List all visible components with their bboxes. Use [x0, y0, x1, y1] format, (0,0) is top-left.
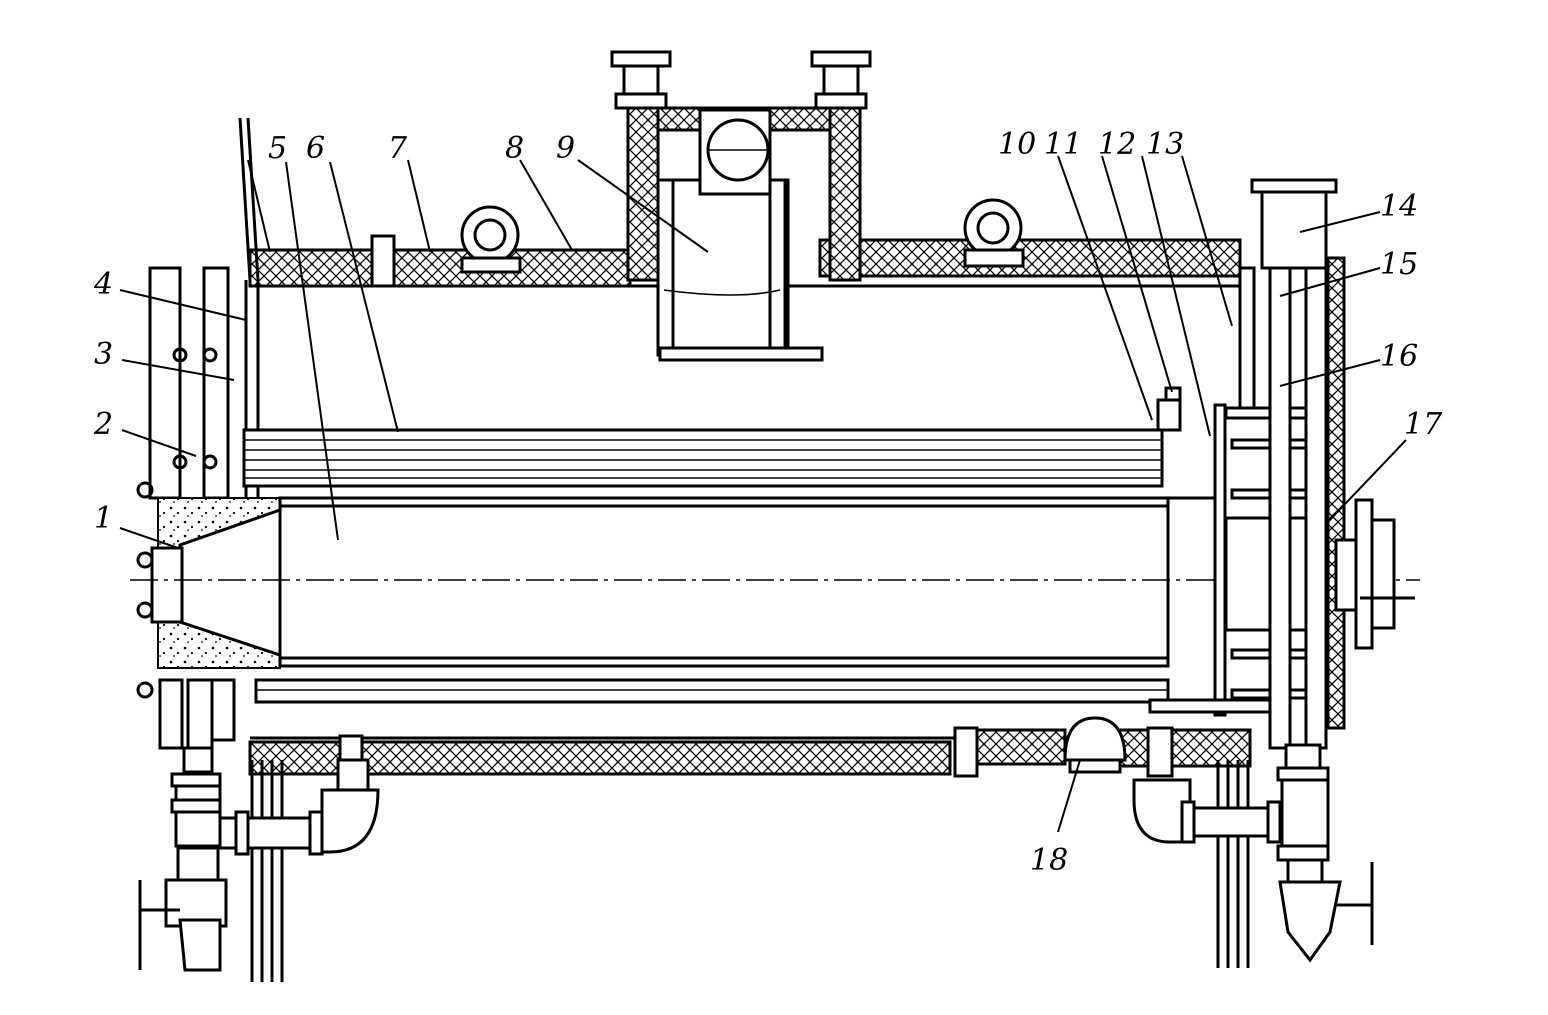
lifting-eye-left [460, 205, 522, 274]
leader-lines [119, 155, 1407, 833]
label-15: 15 [1380, 247, 1418, 282]
label-1: 1 [94, 501, 113, 536]
right-end-chamber [1148, 178, 1415, 750]
label-13: 13 [1146, 127, 1184, 162]
support-legs [250, 760, 1250, 982]
label-4: 4 [93, 267, 113, 302]
right-piping-valves [1132, 726, 1374, 963]
label-2: 2 [93, 407, 113, 442]
lifting-eye-right [963, 198, 1025, 268]
label-9: 9 [556, 131, 575, 166]
label-12: 12 [1098, 127, 1136, 162]
label-5: 5 [268, 131, 287, 166]
left-piping-valves [138, 678, 380, 972]
bottom-insulated-casing [248, 716, 1252, 786]
part-labels: 1 2 3 4 5 6 7 8 9 10 11 12 13 14 15 16 1… [93, 127, 1443, 878]
label-14: 14 [1380, 189, 1418, 224]
label-18: 18 [1030, 843, 1068, 878]
label-17: 17 [1404, 407, 1443, 442]
top-dome-assembly [610, 50, 872, 362]
label-16: 16 [1380, 339, 1418, 374]
top-small-stud [370, 234, 396, 288]
left-end-chamber [148, 266, 260, 500]
top-insulated-casing [248, 238, 1242, 288]
furnace-tube [278, 496, 1170, 668]
label-7: 7 [388, 131, 408, 166]
label-10: 10 [998, 127, 1036, 162]
label-11: 11 [1044, 127, 1082, 162]
left-vent-pipe [238, 117, 260, 281]
lower-smoke-tubes [254, 678, 1170, 704]
label-8: 8 [505, 131, 524, 166]
label-3: 3 [94, 337, 113, 372]
label-6: 6 [306, 131, 325, 166]
upper-smoke-tubes [242, 428, 1164, 488]
burner-refractory [136, 481, 282, 699]
